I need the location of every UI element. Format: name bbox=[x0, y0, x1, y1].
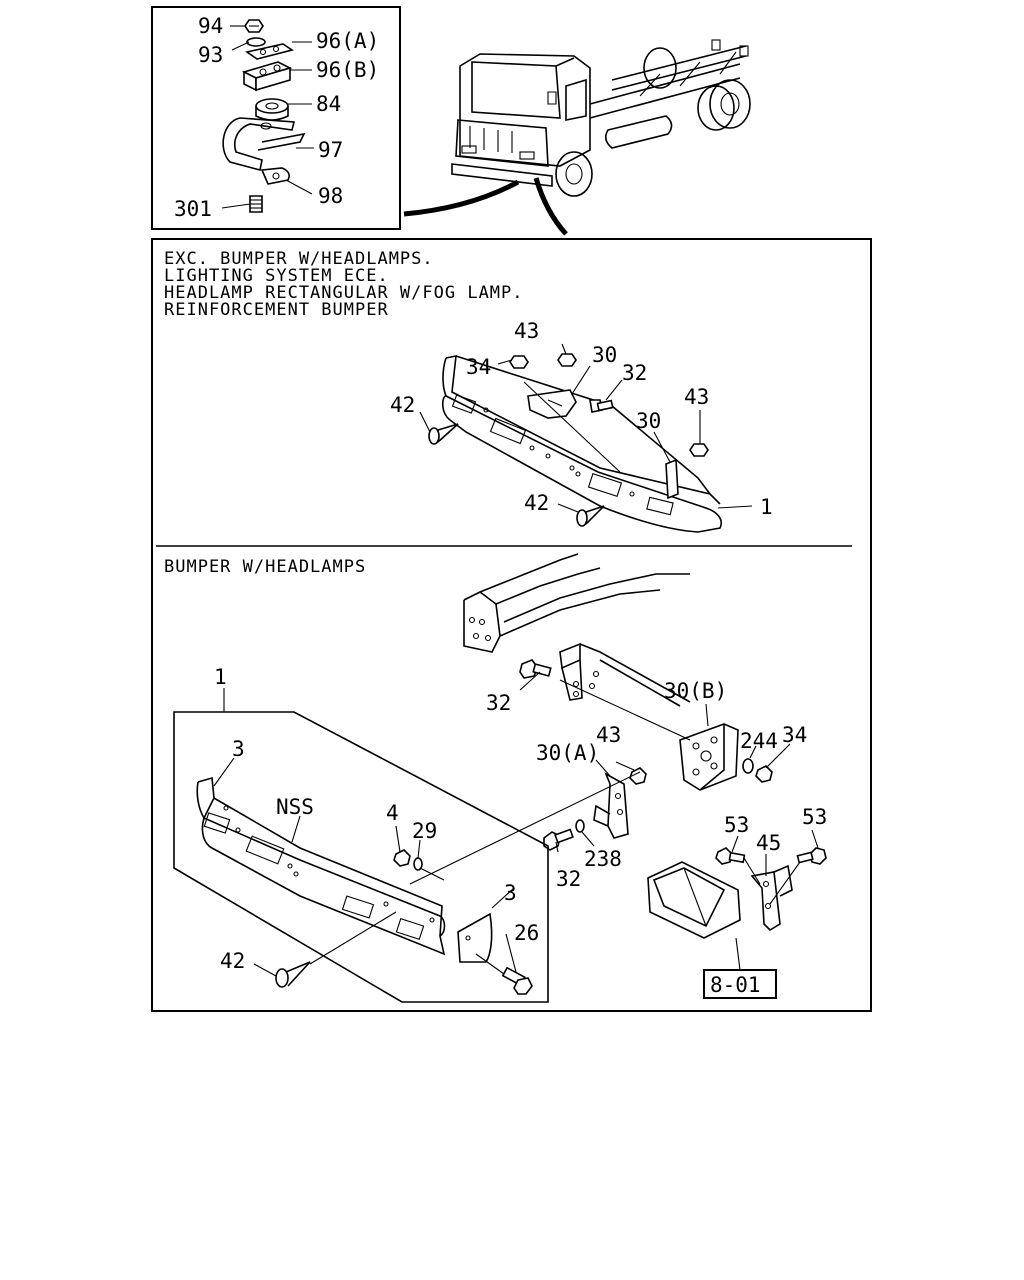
side-cap-3 bbox=[457, 912, 493, 963]
label-4: 4 bbox=[386, 801, 399, 825]
label-32: 32 bbox=[622, 361, 647, 385]
bumper-top bbox=[441, 355, 722, 533]
bumper-bottom bbox=[196, 776, 446, 956]
label-45: 45 bbox=[756, 831, 781, 855]
label-43-bottom: 43 bbox=[596, 723, 621, 747]
nut-4 bbox=[393, 849, 411, 867]
screw-42-bottom bbox=[275, 961, 311, 988]
label-3-right: 3 bbox=[504, 881, 517, 905]
label-42-b: 42 bbox=[524, 491, 549, 515]
plate-96a bbox=[245, 43, 294, 60]
label-30a: 30(A) bbox=[536, 741, 599, 765]
label-1-bottom: 1 bbox=[214, 665, 227, 689]
label-42-bottom: 42 bbox=[220, 949, 245, 973]
label-32-upper: 32 bbox=[486, 691, 511, 715]
nut-43-b bbox=[689, 443, 709, 457]
label-34: 34 bbox=[466, 355, 491, 379]
washer-238 bbox=[575, 819, 585, 833]
label-97: 97 bbox=[318, 138, 343, 162]
label-96a: 96(A) bbox=[316, 29, 379, 53]
top-note-line-2: LIGHTING SYSTEM ECE. bbox=[164, 266, 389, 286]
label-30-a: 30 bbox=[592, 343, 617, 367]
nut-43-bottom bbox=[629, 767, 647, 785]
label-53-right: 53 bbox=[802, 805, 827, 829]
nut-94 bbox=[244, 19, 264, 33]
bumper-callout-outline bbox=[173, 711, 549, 1003]
label-301: 301 bbox=[174, 197, 212, 221]
bolt-53-a bbox=[715, 847, 746, 865]
truck-illustration bbox=[451, 39, 751, 197]
bottom-note: BUMPER W/HEADLAMPS bbox=[164, 557, 366, 577]
bracket-45 bbox=[750, 864, 793, 932]
label-30-b: 30 bbox=[636, 409, 661, 433]
label-30b: 30(B) bbox=[664, 679, 727, 703]
screw-42-b bbox=[576, 505, 605, 527]
label-42-a: 42 bbox=[390, 393, 415, 417]
top-note-line-1: EXC. BUMPER W/HEADLAMPS. bbox=[164, 249, 434, 269]
label-43-b: 43 bbox=[684, 385, 709, 409]
spacer-84 bbox=[255, 98, 289, 121]
bracket-30-top bbox=[527, 389, 577, 419]
nut-34 bbox=[509, 355, 529, 369]
frame-rail bbox=[463, 553, 691, 707]
washer-93 bbox=[246, 37, 266, 47]
top-section: EXC. BUMPER W/HEADLAMPS. LIGHTING SYSTEM… bbox=[164, 249, 773, 533]
nut-34-bottom bbox=[755, 765, 773, 783]
label-nss: NSS bbox=[276, 795, 314, 819]
main-panel-frame bbox=[151, 238, 872, 1012]
label-1: 1 bbox=[760, 495, 773, 519]
bolt-32-top bbox=[589, 399, 614, 413]
top-note-line-4: REINFORCEMENT BUMPER bbox=[164, 300, 389, 320]
label-43-a: 43 bbox=[514, 319, 539, 343]
bracket-30a bbox=[593, 772, 629, 839]
label-96b: 96(B) bbox=[316, 58, 379, 82]
bolt-26 bbox=[501, 966, 533, 995]
screw-42-a bbox=[428, 423, 459, 445]
label-34-bottom: 34 bbox=[782, 723, 807, 747]
label-93: 93 bbox=[198, 43, 223, 67]
label-238: 238 bbox=[584, 847, 622, 871]
bolt-53-b bbox=[796, 847, 827, 865]
label-244: 244 bbox=[740, 729, 778, 753]
reference-label: 8-01 bbox=[710, 973, 761, 997]
top-note-line-3: HEADLAMP RECTANGULAR W/FOG LAMP. bbox=[164, 283, 524, 303]
label-84: 84 bbox=[316, 92, 341, 116]
label-98: 98 bbox=[318, 184, 343, 208]
label-53-left: 53 bbox=[724, 813, 749, 837]
clip-98 bbox=[260, 167, 290, 185]
bracket-97 bbox=[222, 117, 306, 171]
label-32-lower: 32 bbox=[556, 867, 581, 891]
rubber-96b bbox=[241, 61, 293, 92]
inset-panel: 94 93 96(A) 96(B) 84 97 98 301 bbox=[151, 6, 401, 230]
inset-pointer-arrow bbox=[403, 179, 520, 217]
washer-244 bbox=[742, 758, 754, 774]
bracket-30b bbox=[679, 723, 739, 791]
bracket-30-right bbox=[665, 458, 679, 500]
label-94: 94 bbox=[198, 14, 223, 38]
label-3-left: 3 bbox=[232, 737, 245, 761]
bottom-section: BUMPER W/HEADLAMPS bbox=[164, 553, 827, 1003]
bolt-32-upper bbox=[519, 659, 552, 679]
label-26: 26 bbox=[514, 921, 539, 945]
label-29: 29 bbox=[412, 819, 437, 843]
lamp-housing bbox=[647, 861, 741, 939]
bolt-301 bbox=[249, 195, 263, 213]
nut-43-a bbox=[557, 353, 577, 367]
